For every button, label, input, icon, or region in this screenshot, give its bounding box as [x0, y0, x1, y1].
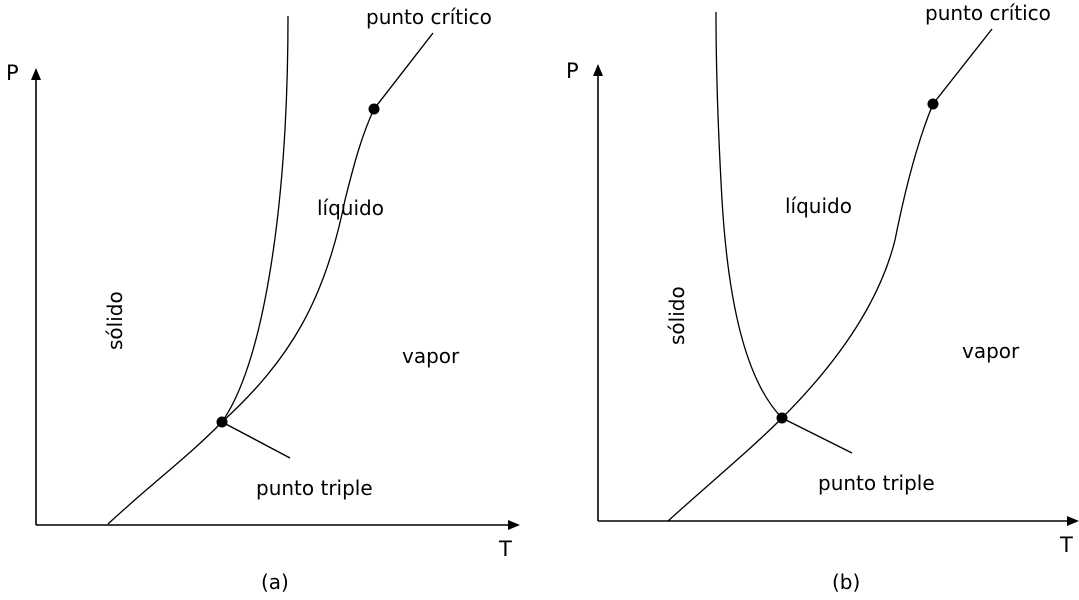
x-axis-label-b: T	[1059, 533, 1073, 557]
triple-point-label-b: punto triple	[818, 471, 935, 495]
critical-point-label-b: punto crítico	[925, 1, 1051, 25]
y-axis-label-b: P	[566, 59, 579, 83]
sublimation-curve-a	[107, 421, 223, 525]
critical-point-leader-b	[932, 28, 993, 105]
critical-point-label-a: punto crítico	[366, 5, 492, 29]
fusion-curve-b	[715, 11, 783, 419]
vapor-region-label-a: vapor	[402, 344, 460, 368]
fusion-curve-a	[221, 15, 289, 423]
caption-a: (a)	[261, 570, 289, 594]
triple-point-leader-a	[221, 421, 291, 459]
y-axis-label-a: P	[6, 61, 19, 85]
vaporization-curve-b	[781, 103, 934, 419]
solid-region-label-a: sólido	[103, 291, 127, 350]
liquid-region-label-b: líquido	[785, 194, 852, 218]
triple-point-label-a: punto triple	[256, 476, 373, 500]
phase-diagram-b: P T punto crítico punto triple líquido v…	[566, 1, 1079, 594]
sublimation-curve-b	[667, 417, 783, 522]
liquid-region-label-a: líquido	[317, 196, 384, 220]
x-axis-label-a: T	[498, 537, 512, 561]
triple-point-leader-b	[781, 417, 853, 454]
phase-diagram-a: P T punto crítico punto triple líquido v…	[6, 5, 520, 594]
caption-b: (b)	[832, 570, 860, 594]
critical-point-leader-a	[373, 32, 434, 110]
solid-region-label-b: sólido	[665, 286, 689, 345]
vaporization-curve-a	[221, 108, 375, 423]
vapor-region-label-b: vapor	[962, 339, 1020, 363]
